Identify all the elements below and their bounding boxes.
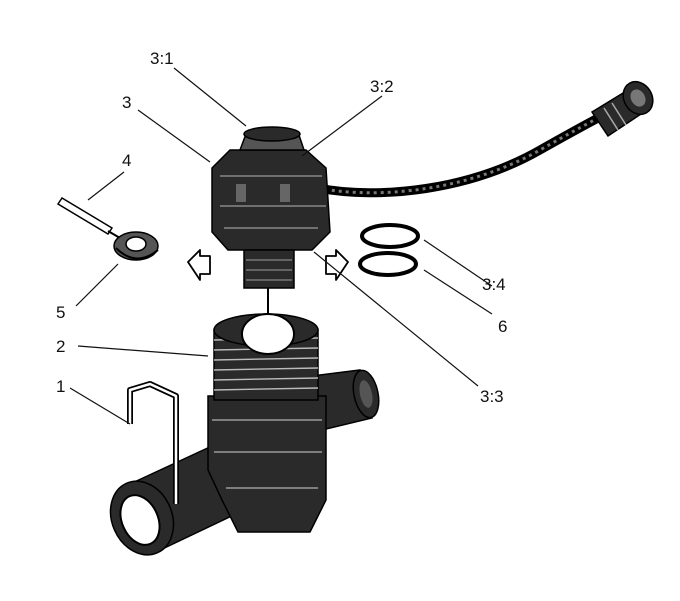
actuator-stem <box>243 249 295 356</box>
o-ring-upper <box>360 223 420 249</box>
callout-3-3: 3:3 <box>480 387 504 406</box>
callout-1: 1 <box>56 377 65 396</box>
pin-part <box>56 196 121 239</box>
callout-labels: 3:1 3:2 3 4 5 3:4 6 2 1 3:3 <box>56 49 507 406</box>
callout-3-1: 3:1 <box>150 49 174 68</box>
callout-3-4: 3:4 <box>482 275 506 294</box>
rotation-arrow-left-icon <box>187 249 211 281</box>
callout-2: 2 <box>56 337 65 356</box>
callout-3-2: 3:2 <box>370 77 394 96</box>
actuator-cap <box>238 126 306 151</box>
sensor-cable <box>313 113 603 198</box>
callout-6: 6 <box>498 317 507 336</box>
leader-lines <box>69 67 493 425</box>
cable-plug-connector <box>590 80 654 138</box>
rotation-arrow-right-icon <box>325 249 349 281</box>
callout-5: 5 <box>56 303 65 322</box>
callout-3: 3 <box>122 93 131 112</box>
mounting-bracket <box>127 381 179 504</box>
actuator-head <box>211 149 331 251</box>
o-ring-lower <box>358 251 418 277</box>
callout-4: 4 <box>122 151 131 170</box>
nut-part <box>113 231 159 261</box>
valve-body <box>109 313 380 556</box>
